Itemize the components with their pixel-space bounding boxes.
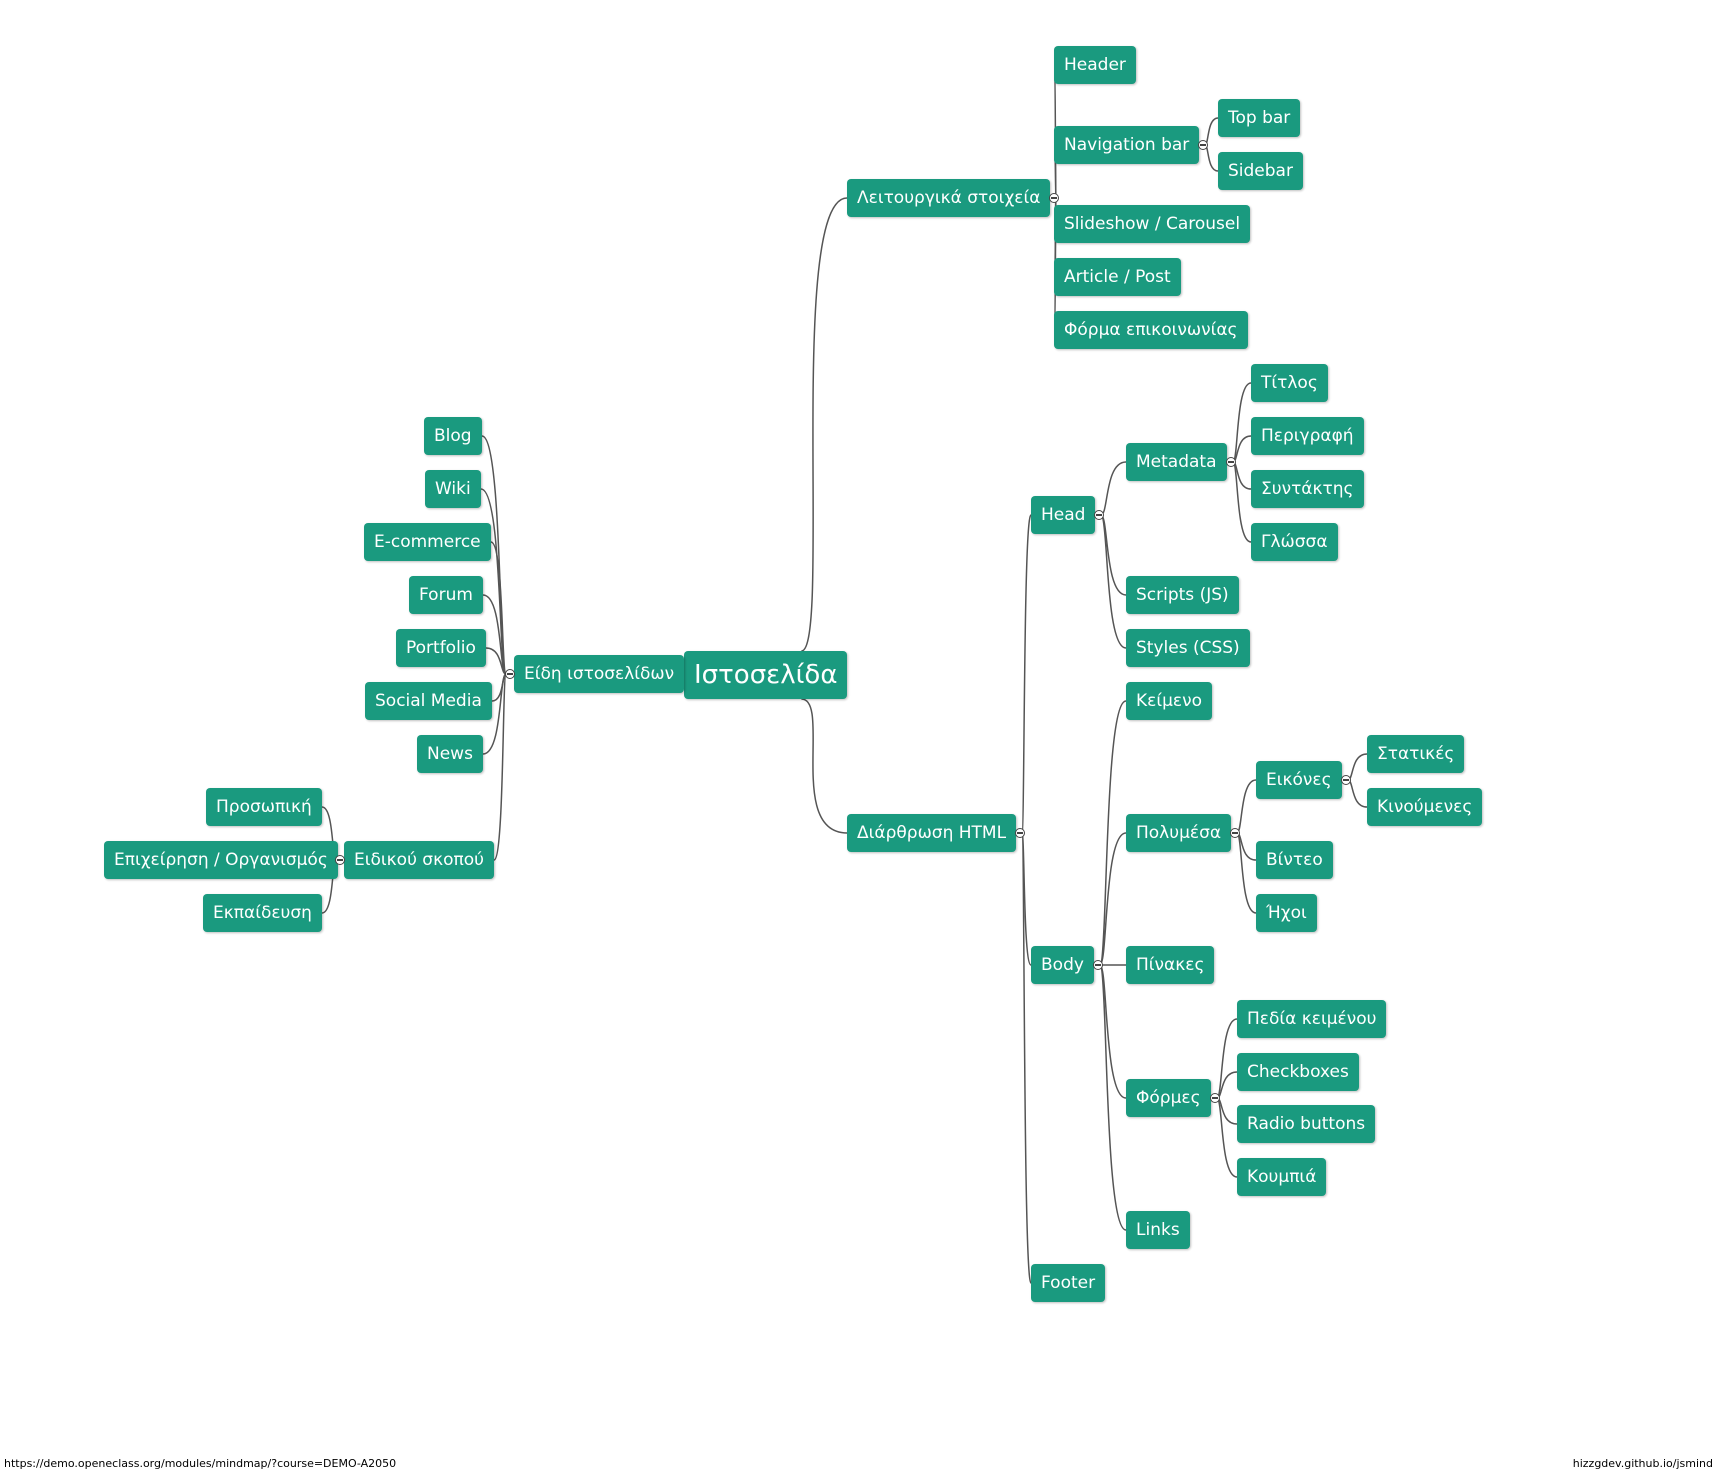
node-scripts[interactable]: Scripts (JS)	[1126, 576, 1239, 614]
edge-metadata-glossa	[1232, 461, 1252, 543]
edge-diarthrosi-footer	[1021, 832, 1032, 1284]
node-epixeirisi[interactable]: Επιχείρηση / Οργανισμός	[104, 841, 338, 879]
edge-eidi-social	[491, 673, 507, 702]
node-pinakes[interactable]: Πίνακες	[1126, 946, 1215, 984]
node-ekpaideusi[interactable]: Εκπαίδευση	[203, 894, 322, 932]
node-forma[interactable]: Φόρμα επικοινωνίας	[1054, 311, 1248, 349]
edge-eidi-ecommerce	[490, 541, 507, 675]
node-polymesa[interactable]: Πολυμέσα	[1126, 814, 1232, 852]
node-footer[interactable]: Footer	[1031, 1264, 1106, 1302]
edge-head-styles	[1100, 514, 1127, 649]
collapse-toggle-head[interactable]	[1094, 510, 1104, 520]
edge-head-metadata	[1100, 461, 1127, 516]
node-blog[interactable]: Blog	[424, 417, 482, 455]
collapse-toggle-formes[interactable]	[1210, 1093, 1220, 1103]
edge-body-keimeno	[1099, 700, 1127, 966]
edge-body-polymesa	[1099, 832, 1127, 966]
node-topbar[interactable]: Top bar	[1218, 99, 1301, 137]
edge-eidi-portfolio	[485, 647, 507, 675]
node-formes[interactable]: Φόρμες	[1126, 1079, 1211, 1117]
edge-metadata-titlos	[1232, 382, 1252, 463]
edge-diarthrosi-head	[1021, 514, 1032, 834]
node-syntaktis[interactable]: Συντάκτης	[1251, 470, 1364, 508]
node-checkboxes[interactable]: Checkboxes	[1237, 1053, 1359, 1091]
node-wiki[interactable]: Wiki	[425, 470, 481, 508]
edge-formes-radio	[1216, 1097, 1238, 1125]
node-leitourgika[interactable]: Λειτουργικά στοιχεία	[847, 179, 1051, 217]
edge-eikones-kinoumenes	[1347, 779, 1368, 808]
node-sidebar[interactable]: Sidebar	[1218, 152, 1303, 190]
node-news[interactable]: News	[417, 735, 483, 773]
collapse-toggle-navbar[interactable]	[1198, 140, 1208, 150]
collapse-toggle-metadata[interactable]	[1226, 457, 1236, 467]
node-koumpia[interactable]: Κουμπιά	[1237, 1158, 1327, 1196]
node-portfolio[interactable]: Portfolio	[396, 629, 486, 667]
edge-navbar-sidebar	[1204, 144, 1219, 172]
collapse-toggle-eidi[interactable]	[505, 669, 515, 679]
edge-metadata-perigrafi	[1232, 435, 1252, 463]
collapse-toggle-polymesa[interactable]	[1230, 828, 1240, 838]
node-pedia[interactable]: Πεδία κειμένου	[1237, 1000, 1387, 1038]
node-article[interactable]: Article / Post	[1054, 258, 1181, 296]
node-social[interactable]: Social Media	[365, 682, 492, 720]
edge-polymesa-ixoi	[1236, 832, 1257, 914]
node-kinoumenes[interactable]: Κινούμενες	[1367, 788, 1483, 826]
edge-formes-koumpia	[1216, 1097, 1238, 1178]
edge-polymesa-vinteo	[1236, 832, 1257, 861]
node-header[interactable]: Header	[1054, 46, 1136, 84]
collapse-toggle-eidikou[interactable]	[335, 855, 345, 865]
node-metadata[interactable]: Metadata	[1126, 443, 1227, 481]
edge-root-diarthrosi	[801, 698, 848, 834]
node-radio[interactable]: Radio buttons	[1237, 1105, 1376, 1143]
node-ecommerce[interactable]: E-commerce	[364, 523, 491, 561]
node-forum[interactable]: Forum	[409, 576, 483, 614]
node-eidikou[interactable]: Ειδικού σκοπού	[344, 841, 494, 879]
edge-head-scripts	[1100, 514, 1127, 596]
edge-eidi-forum	[482, 594, 507, 675]
edge-eidi-eidikou	[493, 673, 507, 861]
node-diarthrosi[interactable]: Διάρθρωση HTML	[847, 814, 1017, 852]
edge-metadata-syntaktis	[1232, 461, 1252, 490]
collapse-toggle-leitourgika[interactable]	[1049, 193, 1059, 203]
edge-body-links	[1099, 964, 1127, 1231]
node-perigrafi[interactable]: Περιγραφή	[1251, 417, 1364, 455]
edge-polymesa-eikones	[1236, 779, 1257, 834]
node-glossa[interactable]: Γλώσσα	[1251, 523, 1338, 561]
node-links[interactable]: Links	[1126, 1211, 1190, 1249]
node-ixoi[interactable]: Ήχοι	[1256, 894, 1317, 932]
node-keimeno[interactable]: Κείμενο	[1126, 682, 1212, 720]
node-slideshow[interactable]: Slideshow / Carousel	[1054, 205, 1251, 243]
node-head[interactable]: Head	[1031, 496, 1096, 534]
edge-body-formes	[1099, 964, 1127, 1099]
node-vinteo[interactable]: Βίντεο	[1256, 841, 1333, 879]
edge-formes-pedia	[1216, 1018, 1238, 1099]
node-body[interactable]: Body	[1031, 946, 1094, 984]
node-statikes[interactable]: Στατικές	[1367, 735, 1465, 773]
page-url: https://demo.openeclass.org/modules/mind…	[4, 1457, 397, 1470]
node-eidi[interactable]: Είδη ιστοσελίδων	[514, 655, 685, 693]
node-prosopiki[interactable]: Προσωπική	[206, 788, 322, 826]
edge-root-leitourgika	[801, 197, 848, 652]
node-root[interactable]: Ιστοσελίδα	[684, 651, 848, 699]
edge-eikones-statikes	[1347, 753, 1368, 781]
node-navbar[interactable]: Navigation bar	[1054, 126, 1200, 164]
node-styles[interactable]: Styles (CSS)	[1126, 629, 1250, 667]
node-titlos[interactable]: Τίτλος	[1251, 364, 1328, 402]
collapse-toggle-eikones[interactable]	[1341, 775, 1351, 785]
jsmind-credit: hizzgdev.github.io/jsmind	[1572, 1457, 1713, 1470]
node-eikones[interactable]: Εικόνες	[1256, 761, 1342, 799]
collapse-toggle-body[interactable]	[1093, 960, 1103, 970]
edge-formes-checkboxes	[1216, 1071, 1238, 1099]
edge-diarthrosi-body	[1021, 832, 1032, 966]
collapse-toggle-diarthrosi[interactable]	[1015, 828, 1025, 838]
